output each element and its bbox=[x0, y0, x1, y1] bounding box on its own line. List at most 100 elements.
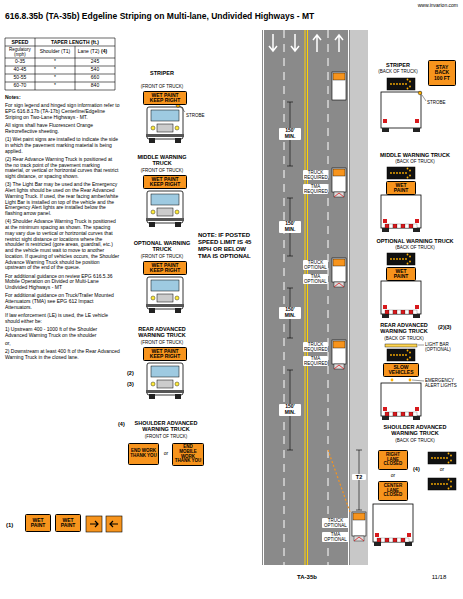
truck-top-view bbox=[332, 168, 346, 192]
symbol-sign bbox=[86, 516, 102, 532]
annotation-label: 150' MIN. bbox=[279, 221, 301, 233]
headlight bbox=[151, 382, 155, 386]
wheel bbox=[175, 138, 181, 143]
arrow-lamp bbox=[448, 479, 450, 481]
bumper bbox=[146, 134, 184, 137]
arrow-lamp bbox=[431, 457, 433, 459]
attenuator-stripe bbox=[393, 224, 397, 228]
arrow-lamp bbox=[409, 86, 411, 88]
sign-text: RIGHT LANE CLOSED bbox=[380, 453, 406, 468]
table-cell: TAPER LENGTH (ft.) bbox=[35, 40, 115, 46]
arrow-lamp bbox=[443, 483, 445, 485]
arrow-lamp bbox=[393, 354, 395, 356]
arrow-lamp bbox=[402, 83, 404, 85]
attenuator-stripe bbox=[401, 310, 405, 314]
attenuator-chevron bbox=[354, 537, 364, 541]
lane-line bbox=[328, 30, 329, 565]
tail-light bbox=[415, 119, 419, 123]
arrow-lamp bbox=[390, 258, 392, 260]
wheel bbox=[413, 314, 420, 318]
grille bbox=[157, 208, 173, 216]
headlight bbox=[175, 296, 179, 300]
grille bbox=[157, 380, 173, 388]
sign-text: WET PAINT KEEP RIGHT bbox=[145, 349, 185, 360]
arrow-lamp bbox=[407, 254, 409, 256]
annotation-label: SHOULDER ADVANCED WARNING TRUCK bbox=[132, 420, 200, 433]
note-text: Notes: bbox=[5, 95, 120, 101]
annotation-label: TRUCK REQUIRED bbox=[303, 170, 328, 180]
arrow-lamp bbox=[393, 83, 395, 85]
annotation-label: STROBE bbox=[427, 100, 457, 105]
attenuator-stripe bbox=[385, 538, 389, 542]
traffic-arrow bbox=[291, 34, 299, 51]
arrow-lamp bbox=[448, 453, 450, 455]
note-text: If law enforcement (LE) is used, the LE … bbox=[5, 313, 120, 325]
annotation-label: 150' MIN. bbox=[279, 307, 301, 319]
warning-sign: WET PAINT KEEP RIGHT bbox=[143, 261, 187, 275]
truck-body bbox=[381, 92, 421, 128]
arrow-lamp bbox=[405, 172, 407, 174]
arrow-lamp bbox=[407, 359, 409, 361]
warning-sign: END WORK THANK YOU bbox=[128, 443, 159, 465]
note-text: (2) Rear Advance Warning Truck is positi… bbox=[5, 157, 120, 180]
tail-light bbox=[415, 305, 419, 309]
wheel bbox=[382, 416, 389, 420]
sign-text: STAY BACK 100 FT bbox=[430, 65, 454, 82]
annotation-label: or bbox=[160, 451, 172, 457]
tail-light bbox=[415, 407, 419, 411]
warning-sign: CENTER LANE CLOSED bbox=[378, 481, 408, 501]
annotation-label: MIDDLE WARNING TRUCK bbox=[372, 152, 458, 158]
arrow-lamp bbox=[409, 357, 411, 359]
annotation-label: (BACK OF TRUCK) bbox=[372, 438, 458, 443]
truck-cab bbox=[333, 259, 345, 266]
arrow-lamp bbox=[409, 175, 411, 177]
shoulder bbox=[350, 30, 368, 565]
arrow-lamp bbox=[434, 483, 436, 485]
annotation-label: TA-35b bbox=[262, 574, 352, 581]
tail-light bbox=[383, 305, 387, 309]
arrow-lamp bbox=[437, 457, 439, 459]
dimension-tick bbox=[287, 370, 293, 371]
annotation-label: TMA OPTIONAL bbox=[303, 274, 328, 284]
truck-cab bbox=[353, 513, 365, 520]
traffic-arrow bbox=[335, 35, 343, 52]
wheel bbox=[382, 228, 389, 232]
table-cell: Lane (T2) bbox=[75, 49, 102, 55]
callout-number: (4) bbox=[118, 421, 132, 427]
attenuator-stripe bbox=[397, 538, 401, 542]
attenuator-stripe bbox=[401, 412, 405, 416]
sign-text: CENTER LANE CLOSED bbox=[380, 484, 406, 499]
edge-line bbox=[263, 30, 264, 565]
attenuator-stripe bbox=[385, 310, 389, 314]
leader-line bbox=[422, 95, 426, 101]
tail-light bbox=[415, 219, 419, 223]
arrow-lamp bbox=[446, 483, 448, 485]
warning-sign: WET PAINT KEEP RIGHT bbox=[143, 347, 187, 361]
callout-number: (4) bbox=[413, 466, 426, 472]
annotation-label: (FRONT OF TRUCK) bbox=[132, 434, 200, 439]
warning-sign: WET PAINT KEEP RIGHT bbox=[143, 175, 187, 189]
wheel bbox=[413, 416, 420, 420]
annotation-label: (BACK OF TRUCK) bbox=[372, 245, 458, 250]
warning-sign: END MOBILE WORK THANK YOU bbox=[172, 443, 204, 466]
attenuator bbox=[334, 282, 344, 287]
wheel bbox=[175, 308, 181, 313]
attenuator-stripe bbox=[389, 310, 393, 314]
arrow-lamp bbox=[405, 83, 407, 85]
arrow-lamp bbox=[407, 168, 409, 170]
arrow-lamp bbox=[450, 455, 452, 457]
sign-text: SLOW VEHICLES bbox=[385, 365, 417, 376]
truck-top-view bbox=[352, 512, 366, 536]
arrow-lamp bbox=[409, 81, 411, 83]
wheel bbox=[175, 394, 181, 399]
annotation-label: NOTE: IF POSTED SPEED LIMIT IS 45 MPH OR… bbox=[198, 232, 258, 260]
table-cell: 0-35 bbox=[5, 59, 35, 65]
annotation-label: (FRONT OF TRUCK) bbox=[130, 254, 194, 259]
truck-body bbox=[381, 195, 421, 228]
sign-text: WET PAINT KEEP RIGHT bbox=[145, 263, 185, 274]
wheel bbox=[149, 394, 155, 399]
annotation-label: OPTIONAL WARNING TRUCK bbox=[372, 238, 458, 244]
arrow-lamp bbox=[393, 172, 395, 174]
wheel bbox=[413, 228, 420, 232]
note-text: (3) The Light Bar may be used and the Em… bbox=[5, 182, 120, 217]
